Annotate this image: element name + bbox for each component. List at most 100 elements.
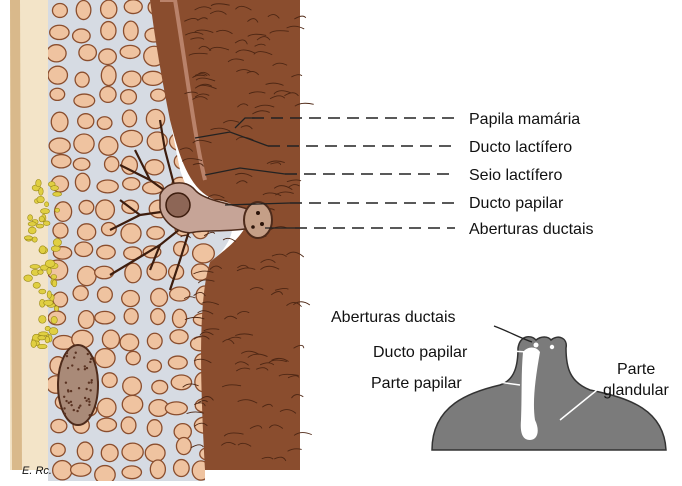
lobule <box>77 224 95 240</box>
lobule <box>50 88 65 100</box>
lobule <box>75 242 93 256</box>
fat-globule <box>39 216 44 222</box>
lobule <box>176 437 191 454</box>
lobule <box>98 398 116 417</box>
fat-globule <box>51 316 57 323</box>
inset-nipple-diagram: Aberturas ductais Ducto papilar Parte pa… <box>331 309 670 450</box>
fat-globule <box>38 270 43 275</box>
lobule <box>126 351 140 364</box>
lobule <box>102 330 119 348</box>
nodule-dot <box>85 400 87 402</box>
fat-globule <box>54 306 59 311</box>
nodule-dot <box>73 409 75 411</box>
lobule <box>147 333 162 349</box>
fat-globule <box>39 246 46 254</box>
inset-opening <box>550 345 554 349</box>
lobule <box>121 90 137 104</box>
lobule <box>77 442 93 460</box>
fat-globule <box>37 196 44 203</box>
lobule <box>101 444 118 461</box>
lobule <box>122 110 136 127</box>
lobule <box>174 460 190 477</box>
fat-globule <box>28 215 33 221</box>
lobule <box>105 157 119 172</box>
lobule <box>120 334 139 351</box>
lobule <box>101 22 116 40</box>
lobule <box>96 200 115 220</box>
fat-globule <box>24 275 33 282</box>
nodule-dot <box>68 402 70 404</box>
label-ducto-lactifero: Ducto lactífero <box>469 139 572 156</box>
fat-globule <box>51 186 59 191</box>
lobule <box>124 0 142 14</box>
lobule <box>165 402 187 415</box>
duct-opening <box>256 211 260 215</box>
lobule <box>51 443 66 456</box>
lobule <box>100 86 116 102</box>
lobule <box>170 330 188 344</box>
duct-opening <box>251 225 255 229</box>
lobule <box>147 420 162 437</box>
nodule-dot <box>73 356 75 358</box>
fat-globule <box>30 265 40 269</box>
lobule <box>73 158 90 170</box>
inset-label-ducto-papilar: Ducto papilar <box>373 344 468 361</box>
nodule-dot <box>77 368 79 370</box>
nodule-dot <box>89 414 91 416</box>
lobule <box>95 466 115 481</box>
nodule-dot <box>84 365 86 367</box>
lobule <box>97 418 116 431</box>
nodule-dot <box>75 352 77 354</box>
fat-globule <box>31 340 36 348</box>
fat-globule <box>39 289 46 294</box>
lobule <box>79 200 94 214</box>
lobule <box>50 25 69 39</box>
fat-globule <box>36 179 42 186</box>
fat-globule <box>24 236 32 240</box>
fat-globule <box>39 332 49 336</box>
nodule-dot <box>76 410 78 412</box>
fat-globule <box>28 227 36 234</box>
lobule <box>51 112 68 131</box>
fat-globule <box>40 209 49 214</box>
fat-globule <box>45 202 49 207</box>
lobule <box>95 311 115 324</box>
lobule <box>75 173 89 191</box>
inset-label-aberturas: Aberturas ductais <box>331 309 456 326</box>
main-labels: Papila mamária Ducto lactífero Seio lact… <box>469 111 594 238</box>
nodule-dot <box>66 355 68 357</box>
fat-globule <box>47 291 51 299</box>
nodule-dot <box>90 381 92 383</box>
fat-globule <box>51 246 60 252</box>
nodule-dot <box>78 387 80 389</box>
nodule-dot <box>89 361 91 363</box>
lobule <box>142 71 163 85</box>
lobule <box>120 45 140 58</box>
lobule <box>122 71 141 87</box>
lobule <box>152 380 168 393</box>
nodule-dot <box>67 367 69 369</box>
lobule <box>101 66 116 86</box>
nodule-dot <box>64 413 66 415</box>
lobule <box>151 309 165 325</box>
lobule <box>121 130 143 146</box>
lobule <box>101 0 117 18</box>
lobule <box>145 160 164 175</box>
nodule-dot <box>65 400 67 402</box>
nodule-dot <box>88 401 90 403</box>
lobule <box>97 245 116 259</box>
nodule-dot <box>90 358 92 360</box>
fat-globule <box>53 192 62 196</box>
lobule <box>193 244 215 263</box>
lobule <box>97 287 112 302</box>
lobule <box>73 286 88 301</box>
lobule <box>102 373 117 388</box>
lobule <box>171 375 191 390</box>
fat-globule <box>49 328 58 335</box>
lobule <box>151 89 166 101</box>
label-papila-mamaria: Papila mamária <box>469 111 580 128</box>
lobule <box>122 395 142 413</box>
fat-globule <box>32 237 37 242</box>
nodule-dot <box>88 381 90 383</box>
fat-globule <box>38 336 46 340</box>
